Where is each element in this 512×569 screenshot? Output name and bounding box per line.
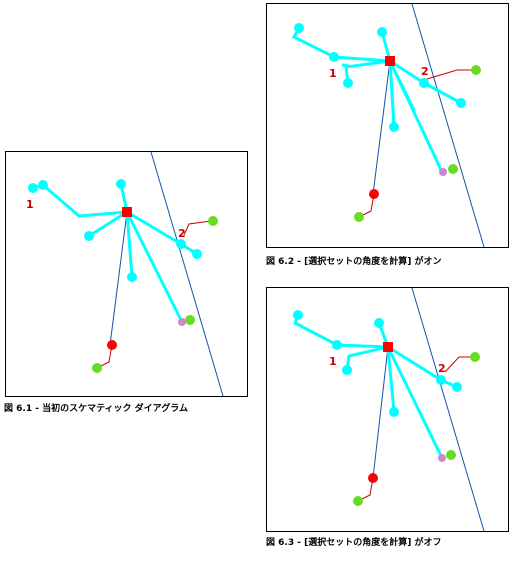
node xyxy=(294,23,304,33)
node xyxy=(84,231,94,241)
green-node xyxy=(446,450,456,460)
blue-line xyxy=(411,288,485,531)
schematic-diagram-6-3: 1 2 xyxy=(293,288,485,531)
links xyxy=(31,182,199,324)
label-2: 2 xyxy=(178,227,186,240)
center-node xyxy=(383,342,393,352)
blue-line xyxy=(109,211,128,346)
node xyxy=(192,249,202,259)
node xyxy=(389,122,399,132)
nodes xyxy=(293,310,462,417)
node xyxy=(456,98,466,108)
links xyxy=(291,26,463,174)
blue-line xyxy=(372,60,391,195)
node xyxy=(38,180,48,190)
label-2: 2 xyxy=(438,362,446,375)
callout-line xyxy=(444,356,473,373)
green-node xyxy=(353,496,363,506)
callout-line xyxy=(183,220,212,236)
nodes xyxy=(294,23,466,132)
green-node xyxy=(185,315,195,325)
node xyxy=(127,272,137,282)
green-node xyxy=(470,352,480,362)
node xyxy=(419,78,429,88)
node xyxy=(374,318,384,328)
node xyxy=(293,310,303,320)
pink-node xyxy=(178,318,186,326)
node xyxy=(176,239,186,249)
label-1: 1 xyxy=(329,67,337,80)
diagram-panel-6-1: 1 2 xyxy=(5,151,248,397)
blue-line xyxy=(150,152,224,396)
schematic-diagram-6-1: 1 2 xyxy=(26,152,224,396)
callout-line xyxy=(426,69,475,80)
diagram-panel-6-3: 1 2 xyxy=(266,287,509,532)
node xyxy=(329,52,339,62)
label-2: 2 xyxy=(421,65,429,78)
green-node xyxy=(92,363,102,373)
center-node xyxy=(385,56,395,66)
figure-caption-6-3: 図 6.3 - [選択セットの角度を計算] がオフ xyxy=(266,538,442,548)
center-node xyxy=(122,207,132,217)
label-1: 1 xyxy=(329,355,337,368)
node xyxy=(116,179,126,189)
nodes xyxy=(28,179,202,282)
schematic-diagram-6-2: 1 2 xyxy=(291,4,485,247)
label-1: 1 xyxy=(26,198,34,211)
blue-line xyxy=(411,4,485,247)
node xyxy=(343,78,353,88)
green-node xyxy=(354,212,364,222)
pink-node xyxy=(439,168,447,176)
blue-line xyxy=(372,346,389,479)
links xyxy=(293,313,459,460)
node xyxy=(377,27,387,37)
green-node xyxy=(448,164,458,174)
figure-caption-6-2: 図 6.2 - [選択セットの角度を計算] がオン xyxy=(266,257,442,267)
node xyxy=(332,340,342,350)
node xyxy=(389,407,399,417)
green-node xyxy=(471,65,481,75)
figure-caption-6-1: 図 6.1 - 当初のスケマティック ダイアグラム xyxy=(4,404,188,414)
green-node xyxy=(208,216,218,226)
node xyxy=(436,375,446,385)
node xyxy=(452,382,462,392)
node xyxy=(342,365,352,375)
diagram-panel-6-2: 1 2 xyxy=(266,3,509,248)
node xyxy=(28,183,38,193)
pink-node xyxy=(438,454,446,462)
